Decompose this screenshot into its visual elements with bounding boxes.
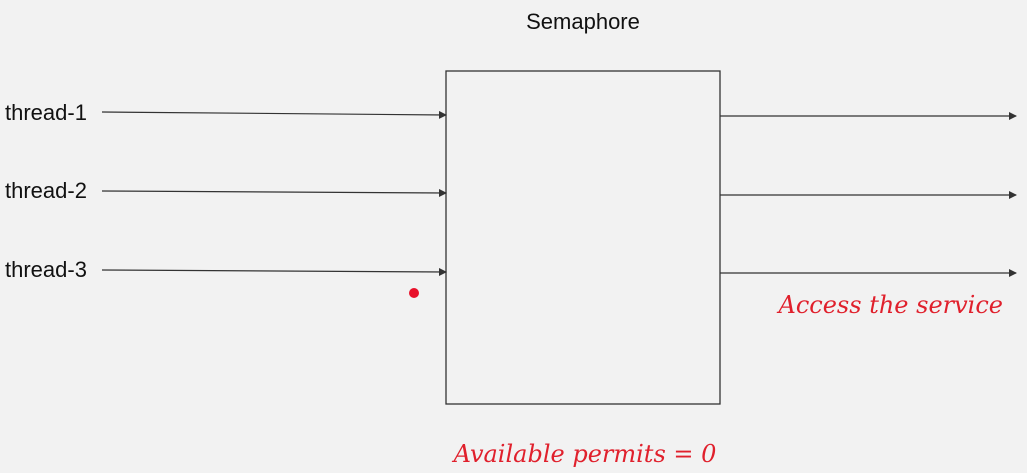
input-arrow-thread-1	[101, 110, 447, 119]
pointer-dot	[409, 288, 419, 298]
input-arrow-thread-3	[101, 267, 447, 276]
semaphore-box	[445, 70, 721, 405]
access-service-annotation: Access the service	[777, 291, 1003, 319]
semaphore-title: Semaphore	[526, 9, 640, 34]
thread-label-2: thread-2	[5, 178, 87, 203]
available-permits-annotation: Available permits = 0	[452, 440, 717, 468]
thread-label-1: thread-1	[5, 100, 87, 125]
input-arrow-thread-2	[101, 188, 447, 197]
thread-label-3: thread-3	[5, 257, 87, 282]
